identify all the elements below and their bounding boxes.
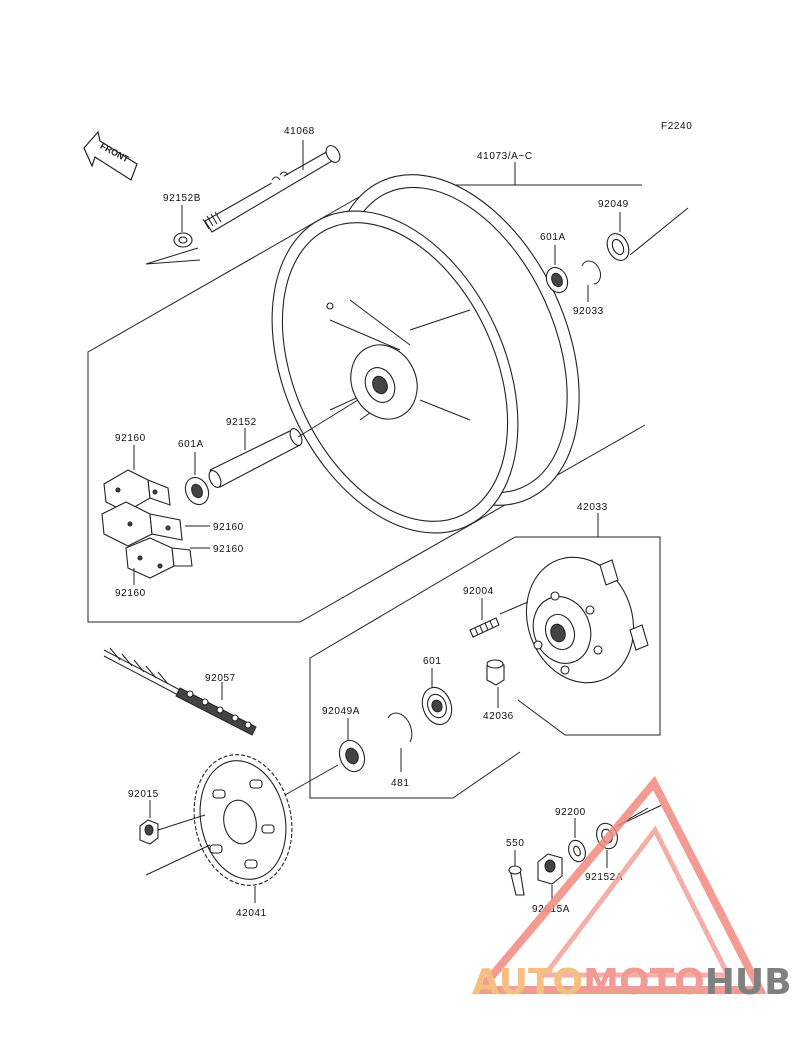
label-41073: 41073/A~C [477, 151, 533, 162]
nut-42036 [486, 659, 505, 686]
label-92049a: 92049A [322, 706, 360, 717]
label-41068: 41068 [284, 126, 315, 137]
damper-92160-middle [101, 501, 183, 547]
bearing-601a-top [545, 266, 569, 294]
leader-92004 [481, 598, 529, 620]
sprocket-coupling-42033 [525, 556, 649, 684]
label-92160-b: 92160 [213, 522, 244, 533]
label-92033: 92033 [573, 306, 604, 317]
label-601a-left: 601A [178, 439, 204, 450]
axis-line-collar [297, 399, 359, 438]
coupling-group-frame [309, 536, 661, 799]
axis-line-right [629, 207, 689, 256]
label-92160-a: 92160 [115, 433, 146, 444]
bearing-601a-left [184, 476, 210, 506]
figure-code: F2240 [661, 121, 692, 132]
rear-wheel-rim [271, 174, 580, 534]
label-92049: 92049 [598, 199, 629, 210]
watermark-part2: MOTO [583, 962, 705, 1003]
circlip-481 [387, 712, 413, 743]
svg-text:AUTOMOTOHUB: AUTOMOTOHUB [472, 962, 792, 1003]
label-481: 481 [391, 778, 410, 789]
label-92004: 92004 [463, 586, 494, 597]
damper-92160-bottom [125, 537, 193, 579]
label-92015: 92015 [128, 789, 159, 800]
axis-line-nut [145, 814, 211, 876]
label-42036: 42036 [483, 711, 514, 722]
bearing-601 [421, 686, 453, 726]
watermark-part3: HUB [705, 962, 792, 1003]
label-92200: 92200 [555, 807, 586, 818]
label-42033: 42033 [577, 502, 608, 513]
label-92152: 92152 [226, 417, 257, 428]
stud-92004 [469, 617, 500, 638]
rear-axle [202, 145, 341, 233]
seal-92049a [338, 739, 366, 773]
label-42041: 42041 [236, 908, 267, 919]
label-92160-c: 92160 [213, 544, 244, 555]
damper-92160-top [103, 469, 171, 513]
axis-line-left [145, 247, 201, 265]
cotter-pin-550 [508, 865, 525, 896]
rear-sprocket-42041 [193, 754, 293, 886]
collar-92152b [173, 232, 193, 248]
axis-line-sprocket [284, 764, 339, 796]
front-arrow-icon: FRONT [83, 130, 138, 181]
label-92152a: 92152A [585, 872, 623, 883]
collar-92152 [208, 428, 303, 488]
label-92160-d: 92160 [115, 588, 146, 599]
automotohub-watermark: AUTOMOTOHUB [471, 775, 792, 1003]
label-550: 550 [506, 838, 525, 849]
washer-92200 [568, 839, 586, 863]
circlip-92033 [581, 260, 601, 285]
drive-chain-92057 [103, 647, 257, 736]
nut-92015 [139, 819, 159, 845]
label-601: 601 [423, 656, 442, 667]
watermark-part1: AUTO [472, 962, 583, 1003]
label-601a-top: 601A [540, 232, 566, 243]
label-92152b: 92152B [163, 193, 201, 204]
castle-nut-92015a [537, 853, 563, 885]
seal-92049 [606, 233, 630, 261]
label-92057: 92057 [205, 673, 236, 684]
